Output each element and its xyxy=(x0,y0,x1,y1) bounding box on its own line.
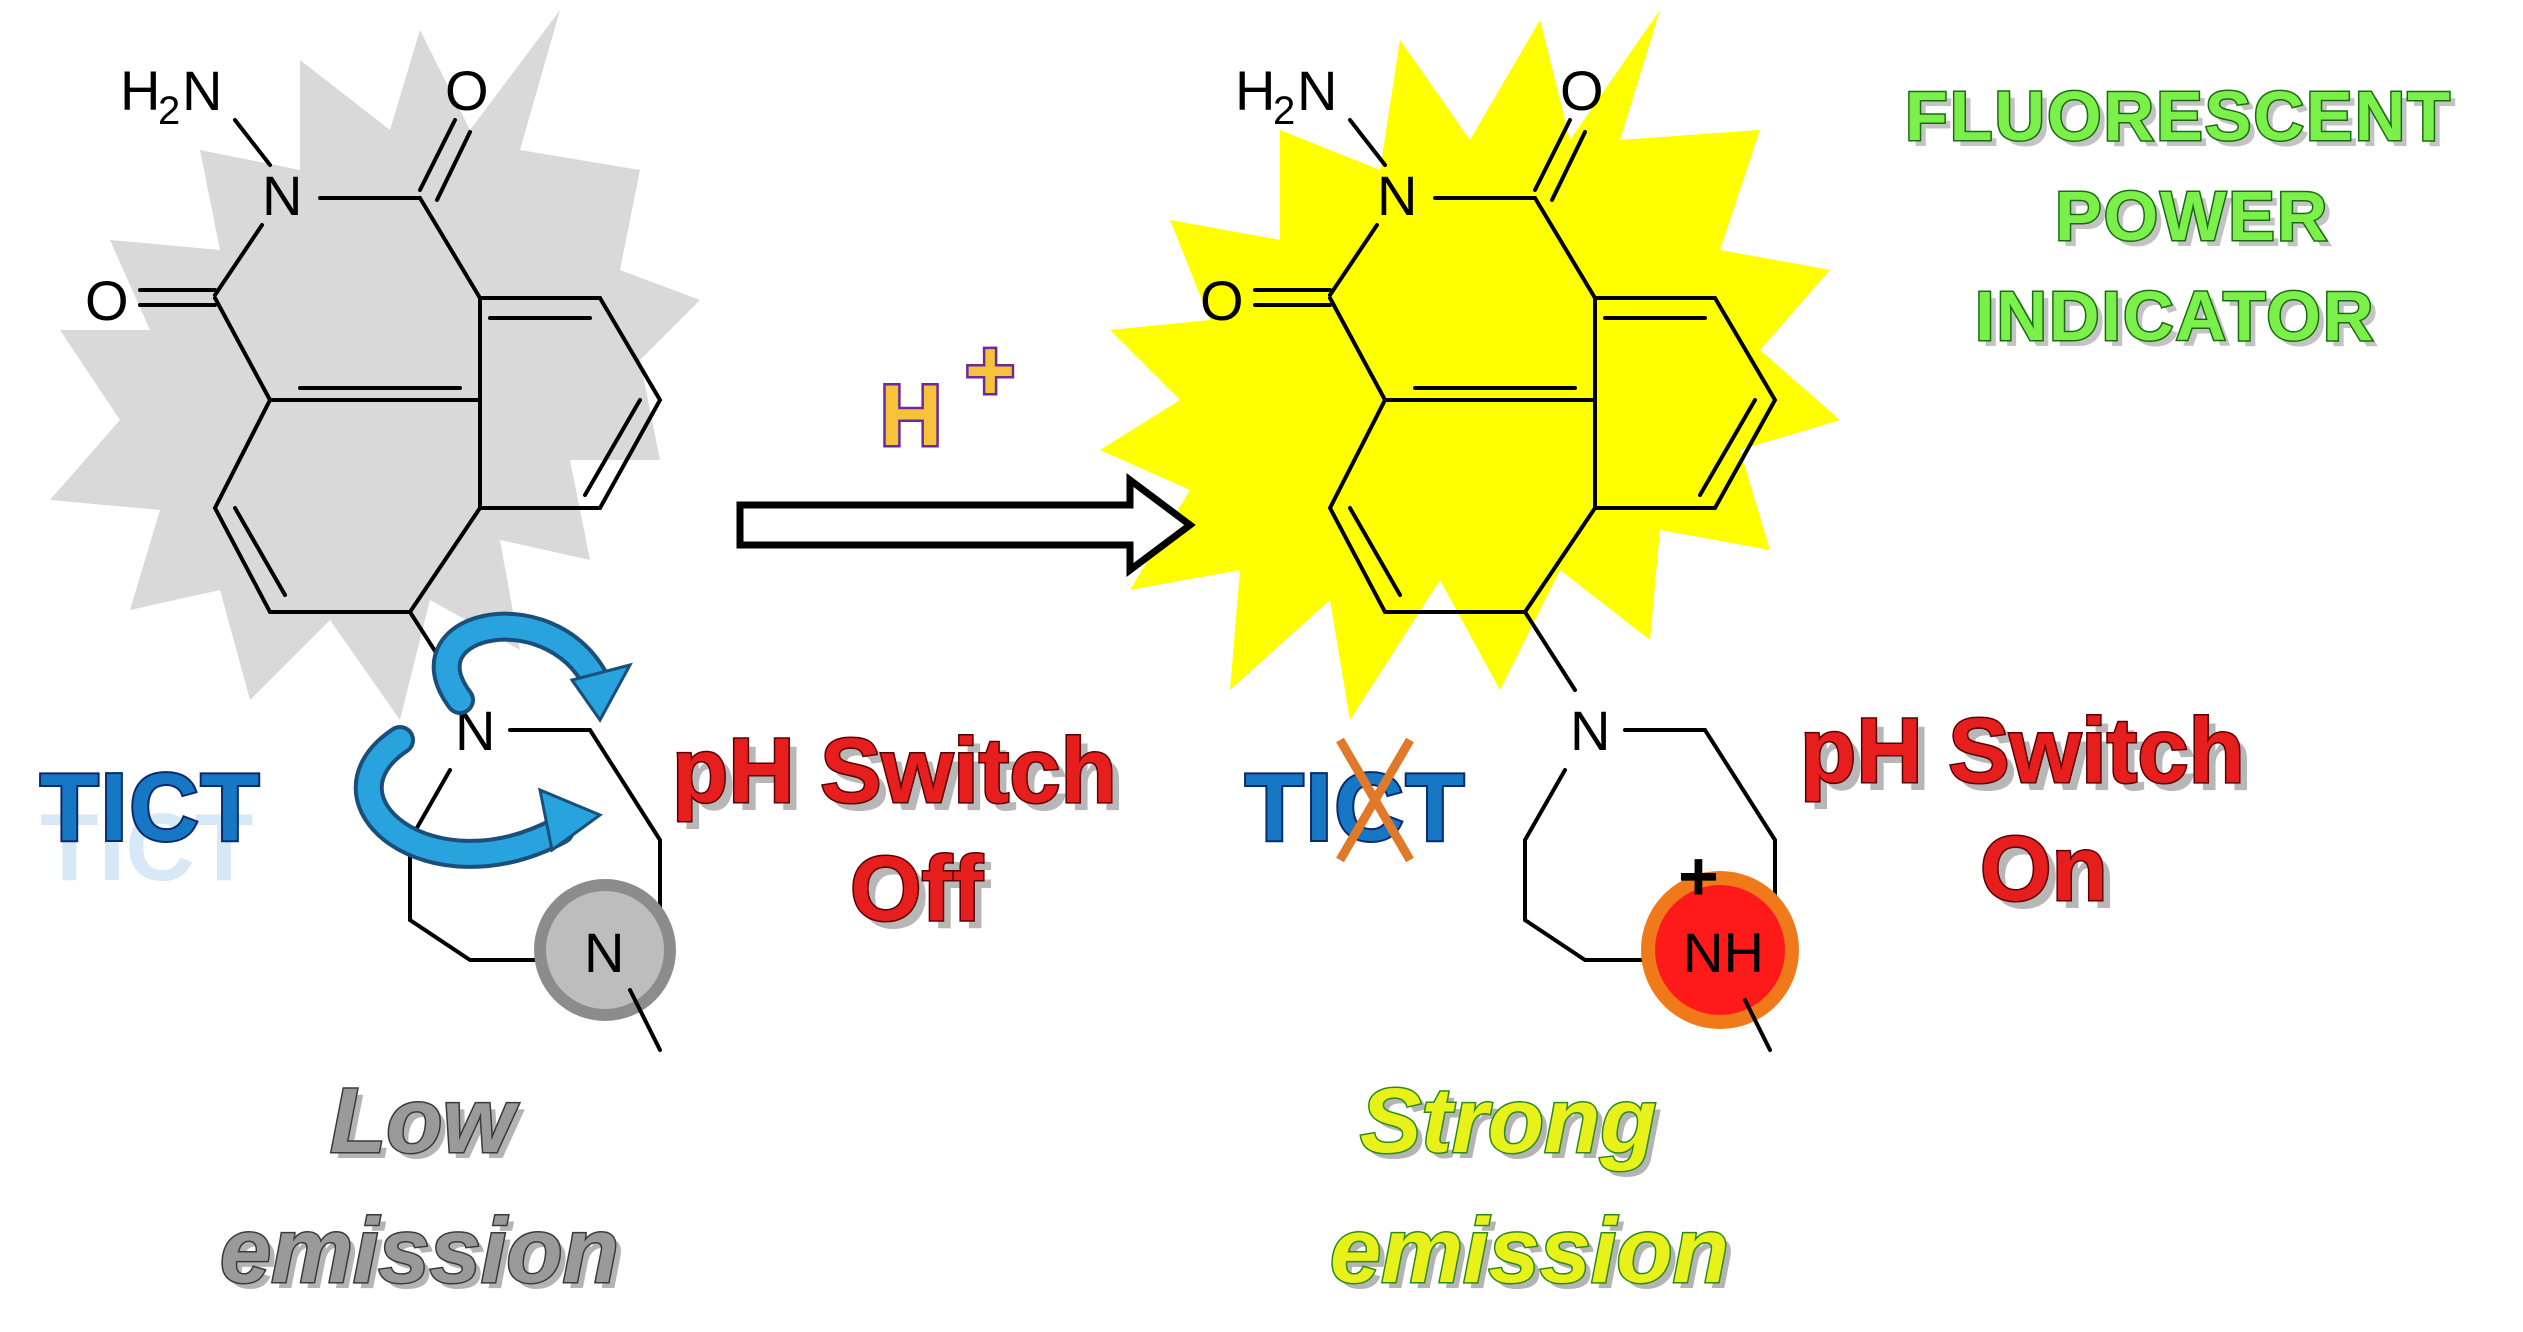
indicator-line2: POWER xyxy=(2055,177,2329,255)
indicator-shadow-2: POWER xyxy=(2061,183,2335,261)
atom-nh: NH xyxy=(1683,921,1764,984)
emission-left-shadow-2: emission xyxy=(226,1206,625,1308)
emission-left-shadow-1: Low xyxy=(336,1076,525,1178)
atom-sub-2: 2 xyxy=(158,89,180,133)
atom-n-amine: N xyxy=(182,59,222,122)
rotation-arrows-icon xyxy=(353,611,633,869)
indicator-shadow-3: INDICATOR xyxy=(1981,283,2381,361)
cross-out-icon xyxy=(1336,737,1414,863)
atom-sub-2-right: 2 xyxy=(1273,89,1295,133)
atom-o-top: O xyxy=(445,59,489,122)
reagent-plus: + xyxy=(965,323,1015,419)
switch-left-line1: pH Switch xyxy=(672,720,1117,822)
switch-right-shadow-2: On xyxy=(1988,826,2116,928)
reagent-h: H xyxy=(880,368,942,464)
unprotonated-n-highlight xyxy=(534,879,676,1021)
switch-right-line2: On xyxy=(1980,818,2108,920)
emission-right-shadow-2: emission xyxy=(1336,1206,1735,1308)
reaction-arrow xyxy=(736,473,1196,577)
atom-h-right: H xyxy=(1235,59,1275,122)
emission-right-line1: Strong xyxy=(1360,1070,1656,1172)
tict-left-label: TICT xyxy=(40,754,261,861)
emission-left-line2: emission xyxy=(220,1200,619,1302)
low-emission-glow xyxy=(50,10,700,720)
tict-right-label: TICT xyxy=(1245,754,1466,861)
indicator-line3: INDICATOR xyxy=(1975,277,2375,355)
atom-n-pip-top-right: N xyxy=(1570,699,1610,762)
atom-o-left: O xyxy=(85,269,129,332)
right-molecule: H 2 N N O O N xyxy=(1200,59,1778,962)
atom-o-top-right: O xyxy=(1560,59,1604,122)
atom-h: H xyxy=(120,59,160,122)
tict-left-shadow: TICT xyxy=(40,794,253,901)
atom-o-left-right: O xyxy=(1200,269,1244,332)
emission-right-line2: emission xyxy=(1330,1200,1729,1302)
switch-right-line1: pH Switch xyxy=(1800,700,2245,802)
strong-emission-glow xyxy=(1100,10,1840,720)
switch-left-shadow-1: pH Switch xyxy=(680,728,1125,830)
atom-n-imide-right: N xyxy=(1377,164,1417,227)
atom-n-pip-bottom-left: N xyxy=(584,921,624,984)
indicator-line1: FLUORESCENT xyxy=(1905,77,2452,155)
emission-right-shadow-1: Strong xyxy=(1366,1076,1662,1178)
switch-right-shadow-1: pH Switch xyxy=(1808,708,2253,810)
atom-n-amine-right: N xyxy=(1297,59,1337,122)
atom-n-imide: N xyxy=(262,164,302,227)
switch-left-line2: Off xyxy=(850,838,983,940)
emission-left-line1: Low xyxy=(330,1070,519,1172)
indicator-shadow-1: FLUORESCENT xyxy=(1911,83,2458,161)
switch-left-shadow-2: Off xyxy=(858,846,991,948)
atom-plus-charge: + xyxy=(1678,837,1719,915)
protonated-nh-highlight xyxy=(1641,871,1799,1029)
